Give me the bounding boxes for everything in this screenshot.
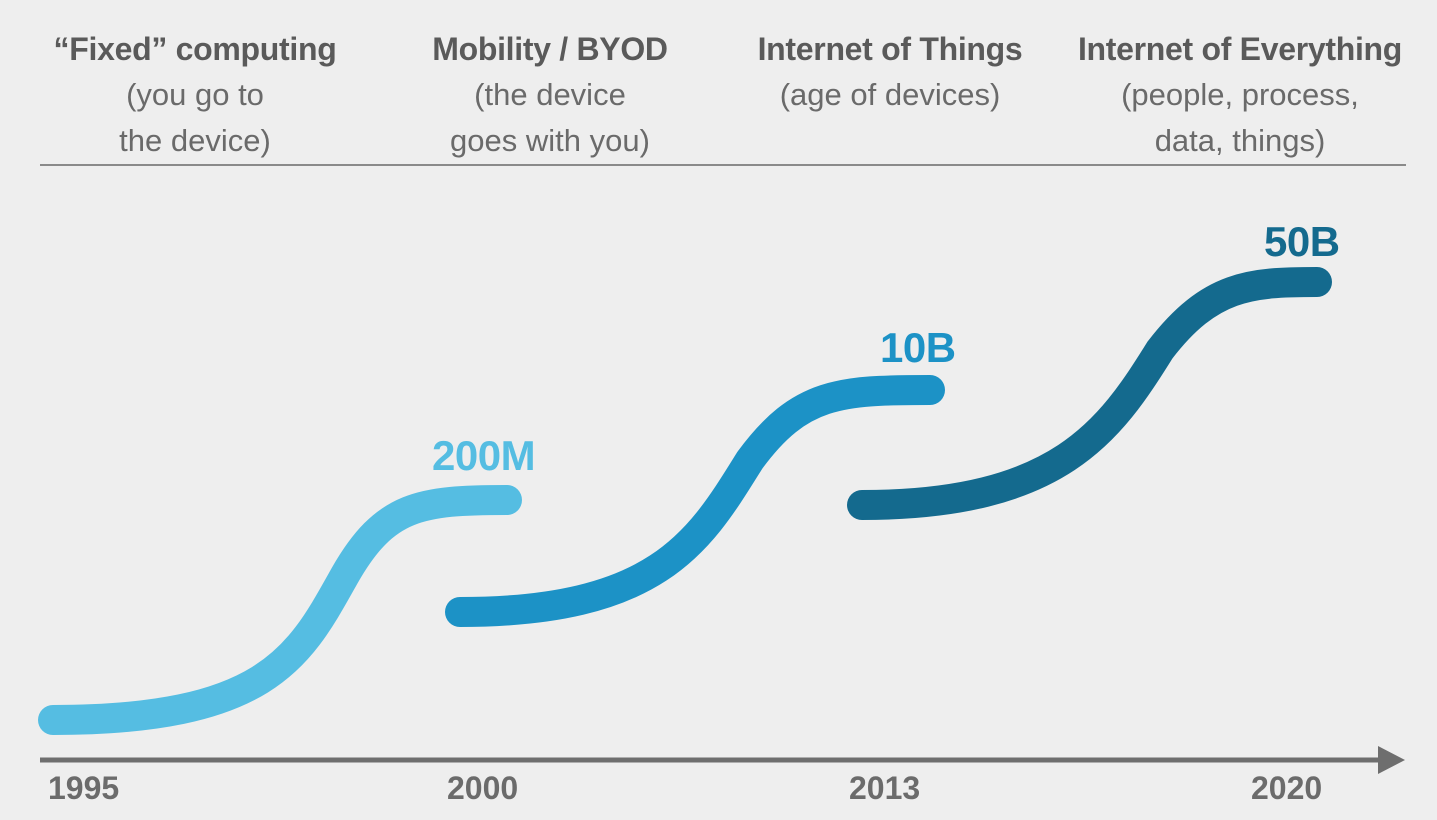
value-label-50b: 50B [1264,218,1340,265]
era-header-mobility: Mobility / BYOD (the device goes with yo… [400,26,700,164]
era-title: Mobility / BYOD [432,31,668,67]
era-title: Internet of Everything [1077,31,1403,67]
era-subtitle-line-2: goes with you) [450,123,650,158]
value-label-200m: 200M [432,432,536,479]
growth-curve-200m [38,485,522,735]
era-subtitle-line-1: (age of devices) [779,77,1001,112]
year-label-2020: 2020 [1251,770,1323,806]
year-label-2000: 2000 [447,770,519,806]
year-label-2013: 2013 [849,770,921,806]
timeline-arrow-head [1378,746,1405,774]
era-title: “Fixed” computing [53,31,337,67]
era-subtitle-line-1: (you go to [126,77,264,112]
era-subtitle-line-2: the device) [119,123,271,158]
era-subtitle-line-1: (people, process, [1121,77,1359,112]
value-label-10b: 10B [880,324,956,371]
year-label-1995: 1995 [48,770,120,806]
header-divider [40,164,1406,166]
era-header-fixed-computing: “Fixed” computing (you go to the device) [40,26,350,164]
era-header-internet-of-everything: Internet of Everything (people, process,… [1060,26,1420,164]
growth-curve-50b [847,267,1332,520]
era-header-internet-of-things: Internet of Things (age of devices) [740,26,1040,118]
growth-curve-10b [445,375,945,627]
era-subtitle-line-2: data, things) [1154,123,1326,158]
era-subtitle-line-1: (the device [474,77,626,112]
era-title: Internet of Things [757,31,1023,67]
